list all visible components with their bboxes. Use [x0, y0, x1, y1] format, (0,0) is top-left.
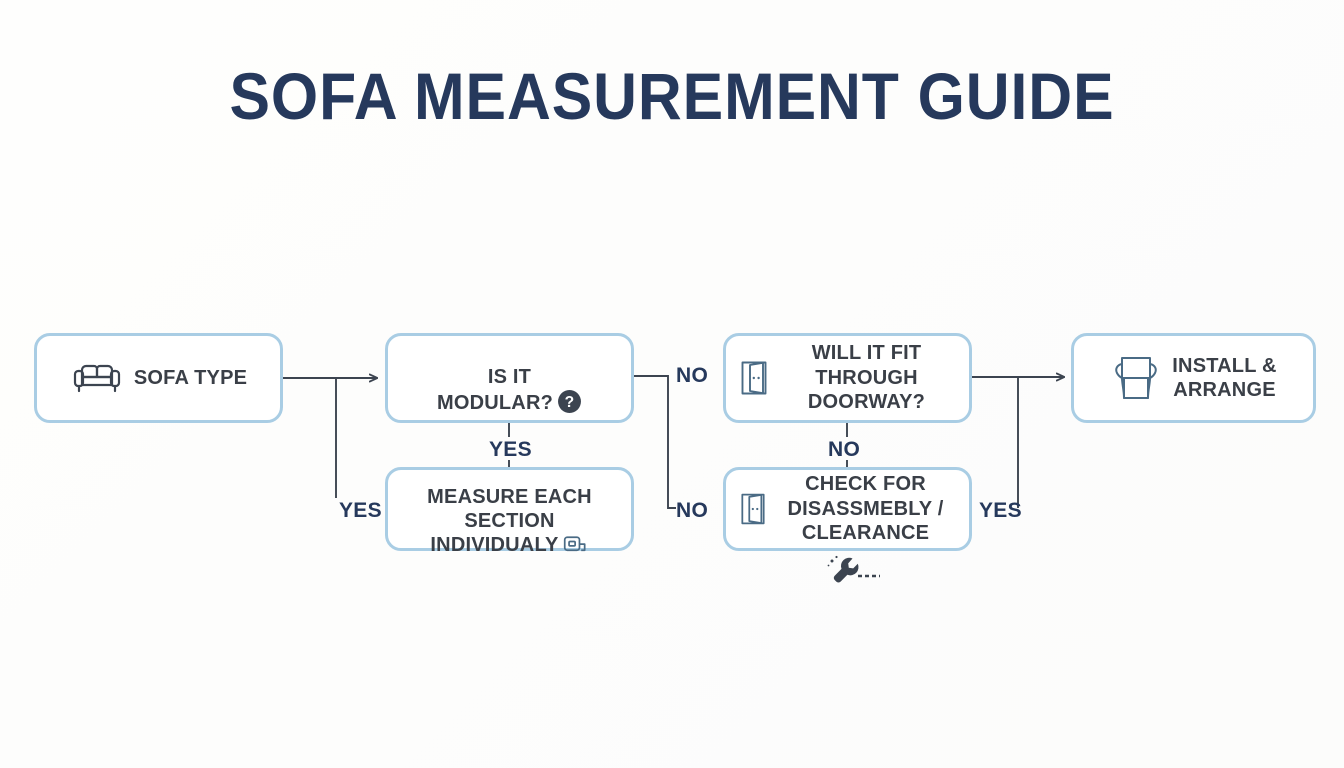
node-check-label: CHECK FOR DISASSMEBLY / CLEARANCE [787, 473, 944, 545]
door-icon [741, 361, 767, 395]
edge-label-yes-left: YES [339, 499, 382, 522]
page-title: SOFA MEASUREMENT GUIDE [229, 59, 1115, 133]
edge-label-no-doorway: NO [828, 438, 861, 461]
node-is-modular-label: IS IT MODULAR? ? [402, 340, 617, 415]
edge-label-no-bottom: NO [676, 499, 709, 522]
node-sofa-type[interactable]: SOFA TYPE [34, 333, 283, 423]
edge-label-yes-right: YES [979, 499, 1022, 522]
edge-label-no-top: NO [676, 364, 709, 387]
node-measure-label: MEASURE EACH SECTION INDIVIDUALY [402, 460, 617, 558]
question-mark-circle-icon: ? [558, 390, 581, 414]
node-doorway-label: WILL IT FIT THROUGH DOORWAY? [807, 342, 926, 414]
node-install-label: INSTALL & ARRANGE [1172, 354, 1277, 401]
door-icon [741, 493, 765, 525]
node-measure[interactable]: MEASURE EACH SECTION INDIVIDUALY [385, 467, 634, 556]
armchair-icon [1115, 357, 1158, 399]
node-install[interactable]: INSTALL & ARRANGE [1071, 333, 1316, 423]
node-is-modular-text: IS IT MODULAR? [436, 365, 554, 415]
node-sofa-type-label: SOFA TYPE [133, 366, 248, 389]
edge-modular-no-spine [634, 375, 676, 509]
tape-measure-icon [563, 536, 586, 552]
node-is-modular[interactable]: IS IT MODULAR? ? [385, 333, 634, 423]
svg-text:?: ? [565, 394, 575, 411]
sofa-icon [73, 364, 120, 393]
node-check[interactable]: CHECK FOR DISASSMEBLY / CLEARANCE [723, 467, 972, 551]
edge-label-yes-modular: YES [489, 438, 532, 461]
node-doorway[interactable]: WILL IT FIT THROUGH DOORWAY? [723, 333, 972, 423]
wrench-icon [827, 555, 880, 583]
node-measure-text: MEASURE EACH SECTION INDIVIDUALY [427, 485, 592, 557]
